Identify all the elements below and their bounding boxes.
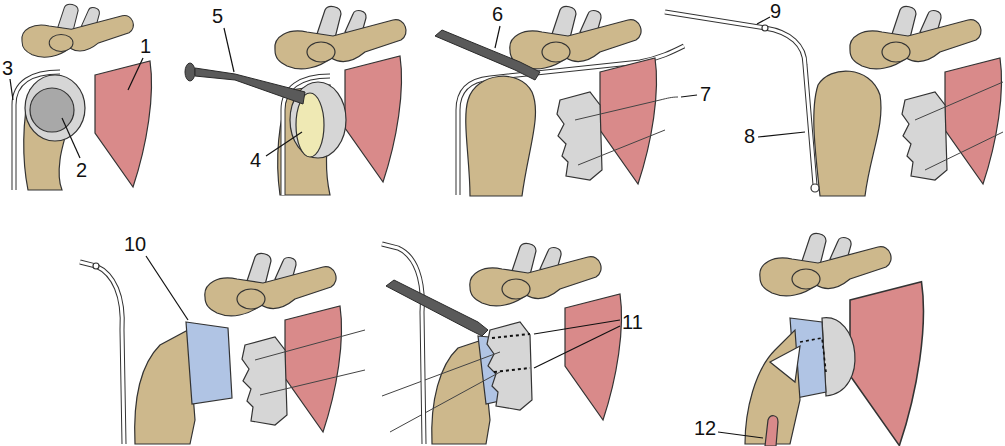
muscle-repair [765,416,778,446]
sheath-line [458,46,684,195]
humerus [466,76,536,196]
callout-number: 4 [250,150,261,170]
scapula-muscle [945,58,1001,184]
leader-line [534,326,620,368]
saw-instrument [195,68,305,104]
callout-number: 11 [622,312,643,332]
retractor-rod [80,262,124,444]
scapula-muscle [345,56,401,182]
leader-line [757,17,770,24]
panel-intact-shoulder [14,4,151,190]
callout-number: 6 [492,4,503,24]
guide-wire [915,82,1003,120]
retractor-rod [665,12,815,185]
leader-line [62,118,80,158]
retractor-rod [382,244,424,444]
panel-humerus-retracted [665,7,1003,196]
leader-line [681,95,697,97]
glenoid [557,92,602,180]
acromion-clavicle [510,7,641,69]
leader-lines [10,17,805,438]
guide-wire [575,97,678,120]
sheath-line [458,46,684,195]
retractor-rod [665,12,815,185]
panel-glenoid-exposure [435,7,684,196]
acromion-clavicle [470,244,601,306]
humeral-head [30,88,74,132]
panel-head-cut [185,7,406,195]
screw-path [492,334,530,338]
glenoid [487,322,532,410]
guide-wire [925,132,1003,170]
panel-reduced-prosthesis [745,234,923,446]
guide-wire [578,130,665,165]
acromion-clavicle [22,4,134,57]
leader-line [266,132,302,156]
rod-joint [762,25,768,31]
saw-handle-cap [185,63,195,81]
glenoid [902,92,947,180]
glenosphere [822,318,855,396]
sheath-line [14,72,60,190]
drill-instrument [386,280,488,336]
leader-line [10,79,13,100]
callout-number: 5 [212,6,223,26]
retractor-instrument [435,30,540,80]
scapula-muscle [95,61,151,187]
rod-joint [93,263,99,269]
leader-line [146,256,188,320]
callout-number: 3 [2,58,13,78]
leader-line [758,132,805,137]
guide-wire [390,372,500,432]
callout-number: 12 [694,418,716,438]
screw-path [800,338,826,372]
leader-line [718,432,763,438]
implant-wedge [770,346,800,382]
acromion-clavicle [850,7,981,69]
callout-number: 10 [124,234,146,254]
humeral-cartilage [25,75,85,141]
acromion-clavicle [760,234,891,296]
callout-number: 2 [76,160,87,180]
sheath-line [14,72,60,190]
guide-wire [382,352,500,396]
acromion-clavicle [205,254,336,316]
panel-humeral-component [80,254,365,444]
scapula-muscle [285,306,341,432]
humeral-implant [186,322,232,404]
retractor-rod [382,244,424,444]
callout-number: 7 [700,84,711,104]
screw-path [494,368,530,372]
scapula-muscle [850,282,923,446]
callout-number: 9 [770,1,781,21]
leader-line [495,26,500,48]
callout-number: 1 [140,36,151,56]
rod-end [811,184,819,192]
leader-line [128,58,143,90]
leader-line [224,28,234,72]
callout-number: 8 [744,126,755,146]
retractor-rod [80,262,124,444]
glenoid [242,337,287,425]
scapula-muscle [565,294,621,420]
humerus [135,330,195,444]
humerus [814,71,881,196]
scapula-muscle [600,58,656,184]
panel-glenoid-fixation [382,244,621,444]
guide-wire [260,370,365,395]
guide-wire [255,330,365,360]
